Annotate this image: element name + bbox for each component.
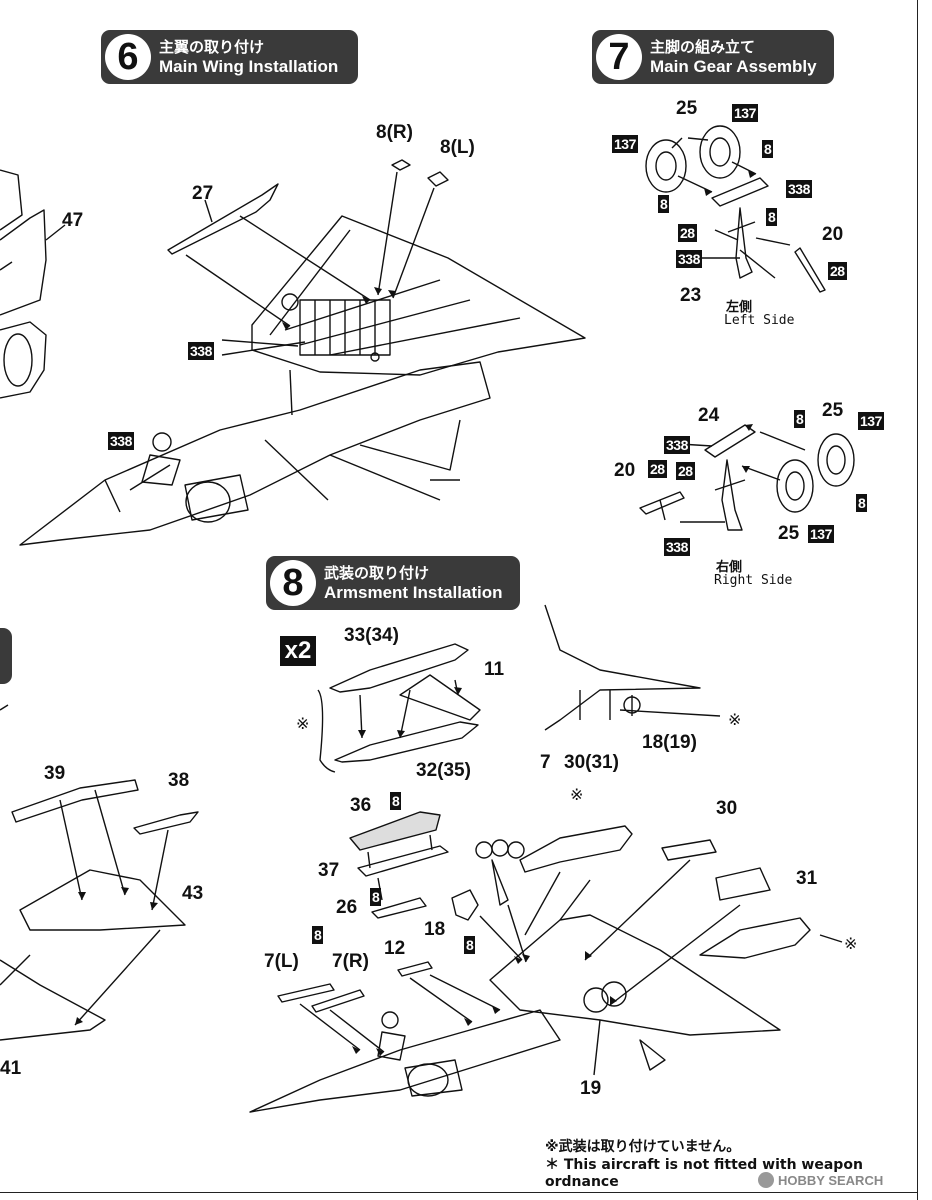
part-30-31-label: 30(31) — [564, 752, 619, 773]
part-31-label: 31 — [796, 868, 818, 889]
part-12-label: 12 — [384, 938, 406, 959]
part-338-badge: 338 — [108, 432, 134, 450]
part-20-label: 20 — [822, 224, 844, 245]
part-18-19-label: 18(19) — [642, 732, 697, 753]
part-8-badge: 8 — [766, 208, 778, 226]
page-edge-right — [917, 0, 918, 1200]
hobby-search-logo-icon — [758, 1172, 774, 1188]
step-7-number: 7 — [596, 34, 642, 80]
part-8r-label: 8(R) — [376, 122, 413, 143]
part-25-label: 25 — [676, 98, 698, 119]
part-18-label: 18 — [424, 919, 446, 940]
step-8-main-drawing — [249, 811, 843, 1113]
part-338-badge: 338 — [676, 250, 702, 268]
step-6-header: 6 主翼の取り付け Main Wing Installation — [101, 30, 358, 84]
part-7r-label: 7(R) — [332, 951, 369, 972]
part-8-badge: 8 — [390, 792, 402, 810]
quantity-x2-badge: x2 — [280, 636, 316, 666]
part-36-label: 36 — [350, 795, 372, 816]
part-8-badge: 8 — [658, 195, 670, 213]
part-41-label: 41 — [0, 1058, 22, 1079]
partial-step-badge — [0, 628, 12, 684]
part-19-label: 19 — [580, 1078, 602, 1099]
note-mark: ※ — [844, 934, 858, 953]
part-39-label: 39 — [44, 763, 66, 784]
part-28-badge: 28 — [678, 224, 697, 242]
part-38-label: 38 — [168, 770, 190, 791]
part-30-label: 30 — [716, 798, 738, 819]
step-6-drawing — [0, 159, 586, 546]
part-47-label: 47 — [62, 210, 84, 231]
footnote-en: ＊ This aircraft is not fitted with weapo… — [545, 1157, 863, 1190]
right-side-label-jp: 右側 — [716, 560, 743, 575]
step-7-title-en: Main Gear Assembly — [650, 57, 817, 76]
part-43-label: 43 — [182, 883, 204, 904]
step-7-title-jp: 主脚の組み立て — [650, 38, 756, 56]
part-11-label: 11 — [484, 659, 505, 680]
part-338-badge: 338 — [664, 538, 690, 556]
part-137-badge: 137 — [732, 104, 758, 122]
step-7-header: 7 主脚の組み立て Main Gear Assembly — [592, 30, 834, 84]
part-28-badge: 28 — [648, 460, 667, 478]
part-338-badge: 338 — [664, 436, 690, 454]
part-137-badge: 137 — [612, 135, 638, 153]
part-28-badge: 28 — [676, 462, 695, 480]
part-25-label: 25 — [822, 400, 844, 421]
part-137-badge: 137 — [808, 525, 834, 543]
part-28-badge: 28 — [828, 262, 847, 280]
note-mark: ※ — [728, 710, 742, 729]
part-32-35-label: 32(35) — [416, 760, 471, 781]
step-8-number: 8 — [270, 560, 316, 606]
part-33-34-label: 33(34) — [344, 625, 399, 646]
part-23-label: 23 — [680, 285, 702, 306]
page-edge-bottom — [0, 1192, 918, 1193]
part-20-label: 20 — [614, 460, 636, 481]
left-partial-drawing — [0, 704, 199, 1041]
part-8-badge: 8 — [856, 494, 868, 512]
footnote-jp: ※武装は取り付けていません。 — [545, 1139, 741, 1155]
part-8-badge: 8 — [794, 410, 806, 428]
left-side-label-en: Left Side — [724, 313, 795, 328]
step-6-title-en: Main Wing Installation — [159, 57, 339, 76]
watermark: HOBBY SEARCH — [778, 1173, 884, 1188]
part-8-badge: 8 — [762, 140, 774, 158]
step-8-title-jp: 武装の取り付け — [324, 564, 430, 582]
part-8-badge: 8 — [464, 936, 476, 954]
step-7-left-drawing — [645, 125, 826, 293]
part-7l-label: 7(L) — [264, 951, 299, 972]
step-6-number: 6 — [105, 34, 151, 80]
part-8-badge: 8 — [370, 888, 382, 906]
part-25-label: 25 — [778, 523, 800, 544]
note-mark: ※ — [296, 714, 310, 733]
step-7-right-drawing — [639, 424, 855, 531]
part-24-label: 24 — [698, 405, 720, 426]
part-338-badge: 338 — [188, 342, 214, 360]
part-27-label: 27 — [192, 183, 214, 204]
part-338-badge: 338 — [786, 180, 812, 198]
arrows — [75, 170, 756, 1056]
right-side-label-en: Right Side — [714, 573, 793, 588]
step-8-missiles — [317, 604, 721, 773]
step-8-header: 8 武装の取り付け Armsment Installation — [266, 556, 520, 610]
step-8-title-en: Armsment Installation — [324, 583, 503, 602]
left-side-label-jp: 左側 — [726, 300, 753, 315]
part-137-badge: 137 — [858, 412, 884, 430]
part-26-label: 26 — [336, 897, 358, 918]
part-7-label: 7 — [540, 752, 551, 773]
part-8-badge: 8 — [312, 926, 324, 944]
part-37-label: 37 — [318, 860, 340, 881]
note-mark: ※ — [570, 785, 584, 804]
part-8l-label: 8(L) — [440, 137, 475, 158]
step-6-title-jp: 主翼の取り付け — [159, 38, 265, 56]
